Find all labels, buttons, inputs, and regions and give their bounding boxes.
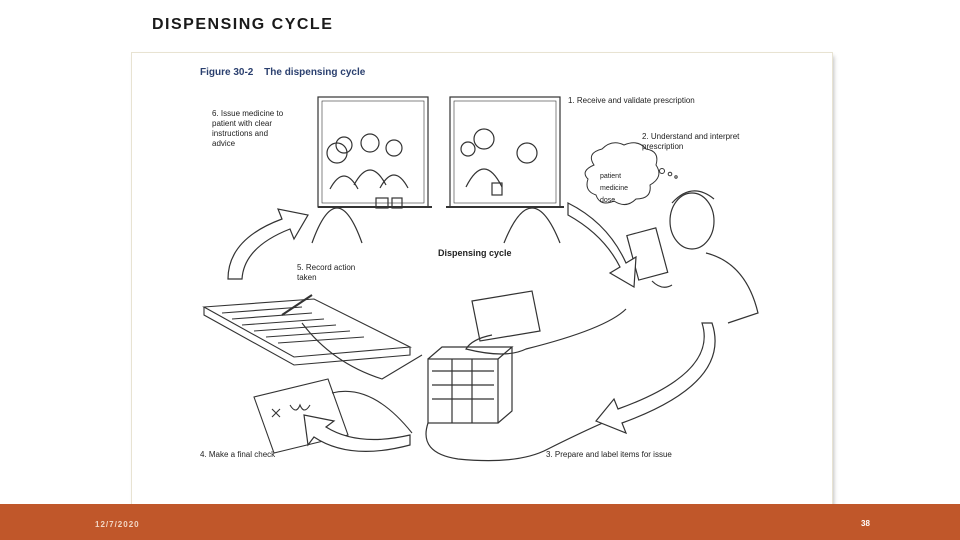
- bubble-dose: dose: [600, 197, 616, 204]
- step-6-label: 6. Issue medicine to patient with clear …: [212, 109, 284, 148]
- page-number: 38: [861, 519, 870, 528]
- step-2-label: 2. Understand and interpret prescription: [642, 132, 740, 151]
- footer-bar: [0, 504, 960, 540]
- cycle-center-label: Dispensing cycle: [438, 248, 512, 258]
- pharmacist-reading-illustration: [626, 190, 759, 324]
- step-1-label: 1. Receive and validate prescription: [568, 96, 695, 105]
- figure-caption: Figure 30-2 The dispensing cycle: [200, 67, 365, 78]
- figure-title: The dispensing cycle: [264, 67, 366, 78]
- arrow-3-to-4: [303, 414, 411, 452]
- figure-number: Figure 30-2: [200, 67, 254, 78]
- step-4-label: 4. Make a final check: [200, 450, 276, 459]
- footer-date: 12/7/2020: [95, 520, 140, 529]
- receive-window-illustration: [446, 96, 564, 244]
- thought-bubble-text: patient medicine dose: [600, 171, 640, 207]
- bubble-patient: patient: [600, 173, 622, 180]
- thought-bubble: [584, 142, 678, 205]
- record-book-illustration: [202, 294, 423, 380]
- arrow-5-to-6: [227, 208, 309, 280]
- dispensing-cycle-figure: Figure 30-2 The dispensing cycle Dispens…: [132, 53, 832, 508]
- step-3-label: 3. Prepare and label items for issue: [546, 450, 672, 459]
- arrow-2-to-3: [595, 322, 716, 435]
- step-5-label: 5. Record action taken: [297, 263, 356, 282]
- arrow-1-to-2: [567, 202, 637, 289]
- bubble-medicine: medicine: [600, 185, 629, 192]
- slide-title: DISPENSING CYCLE: [152, 16, 334, 33]
- issue-window-illustration: [311, 96, 432, 244]
- labelling-illustration: [425, 290, 639, 462]
- cycle-illustration: [202, 96, 759, 462]
- cycle-arrows: [227, 202, 716, 452]
